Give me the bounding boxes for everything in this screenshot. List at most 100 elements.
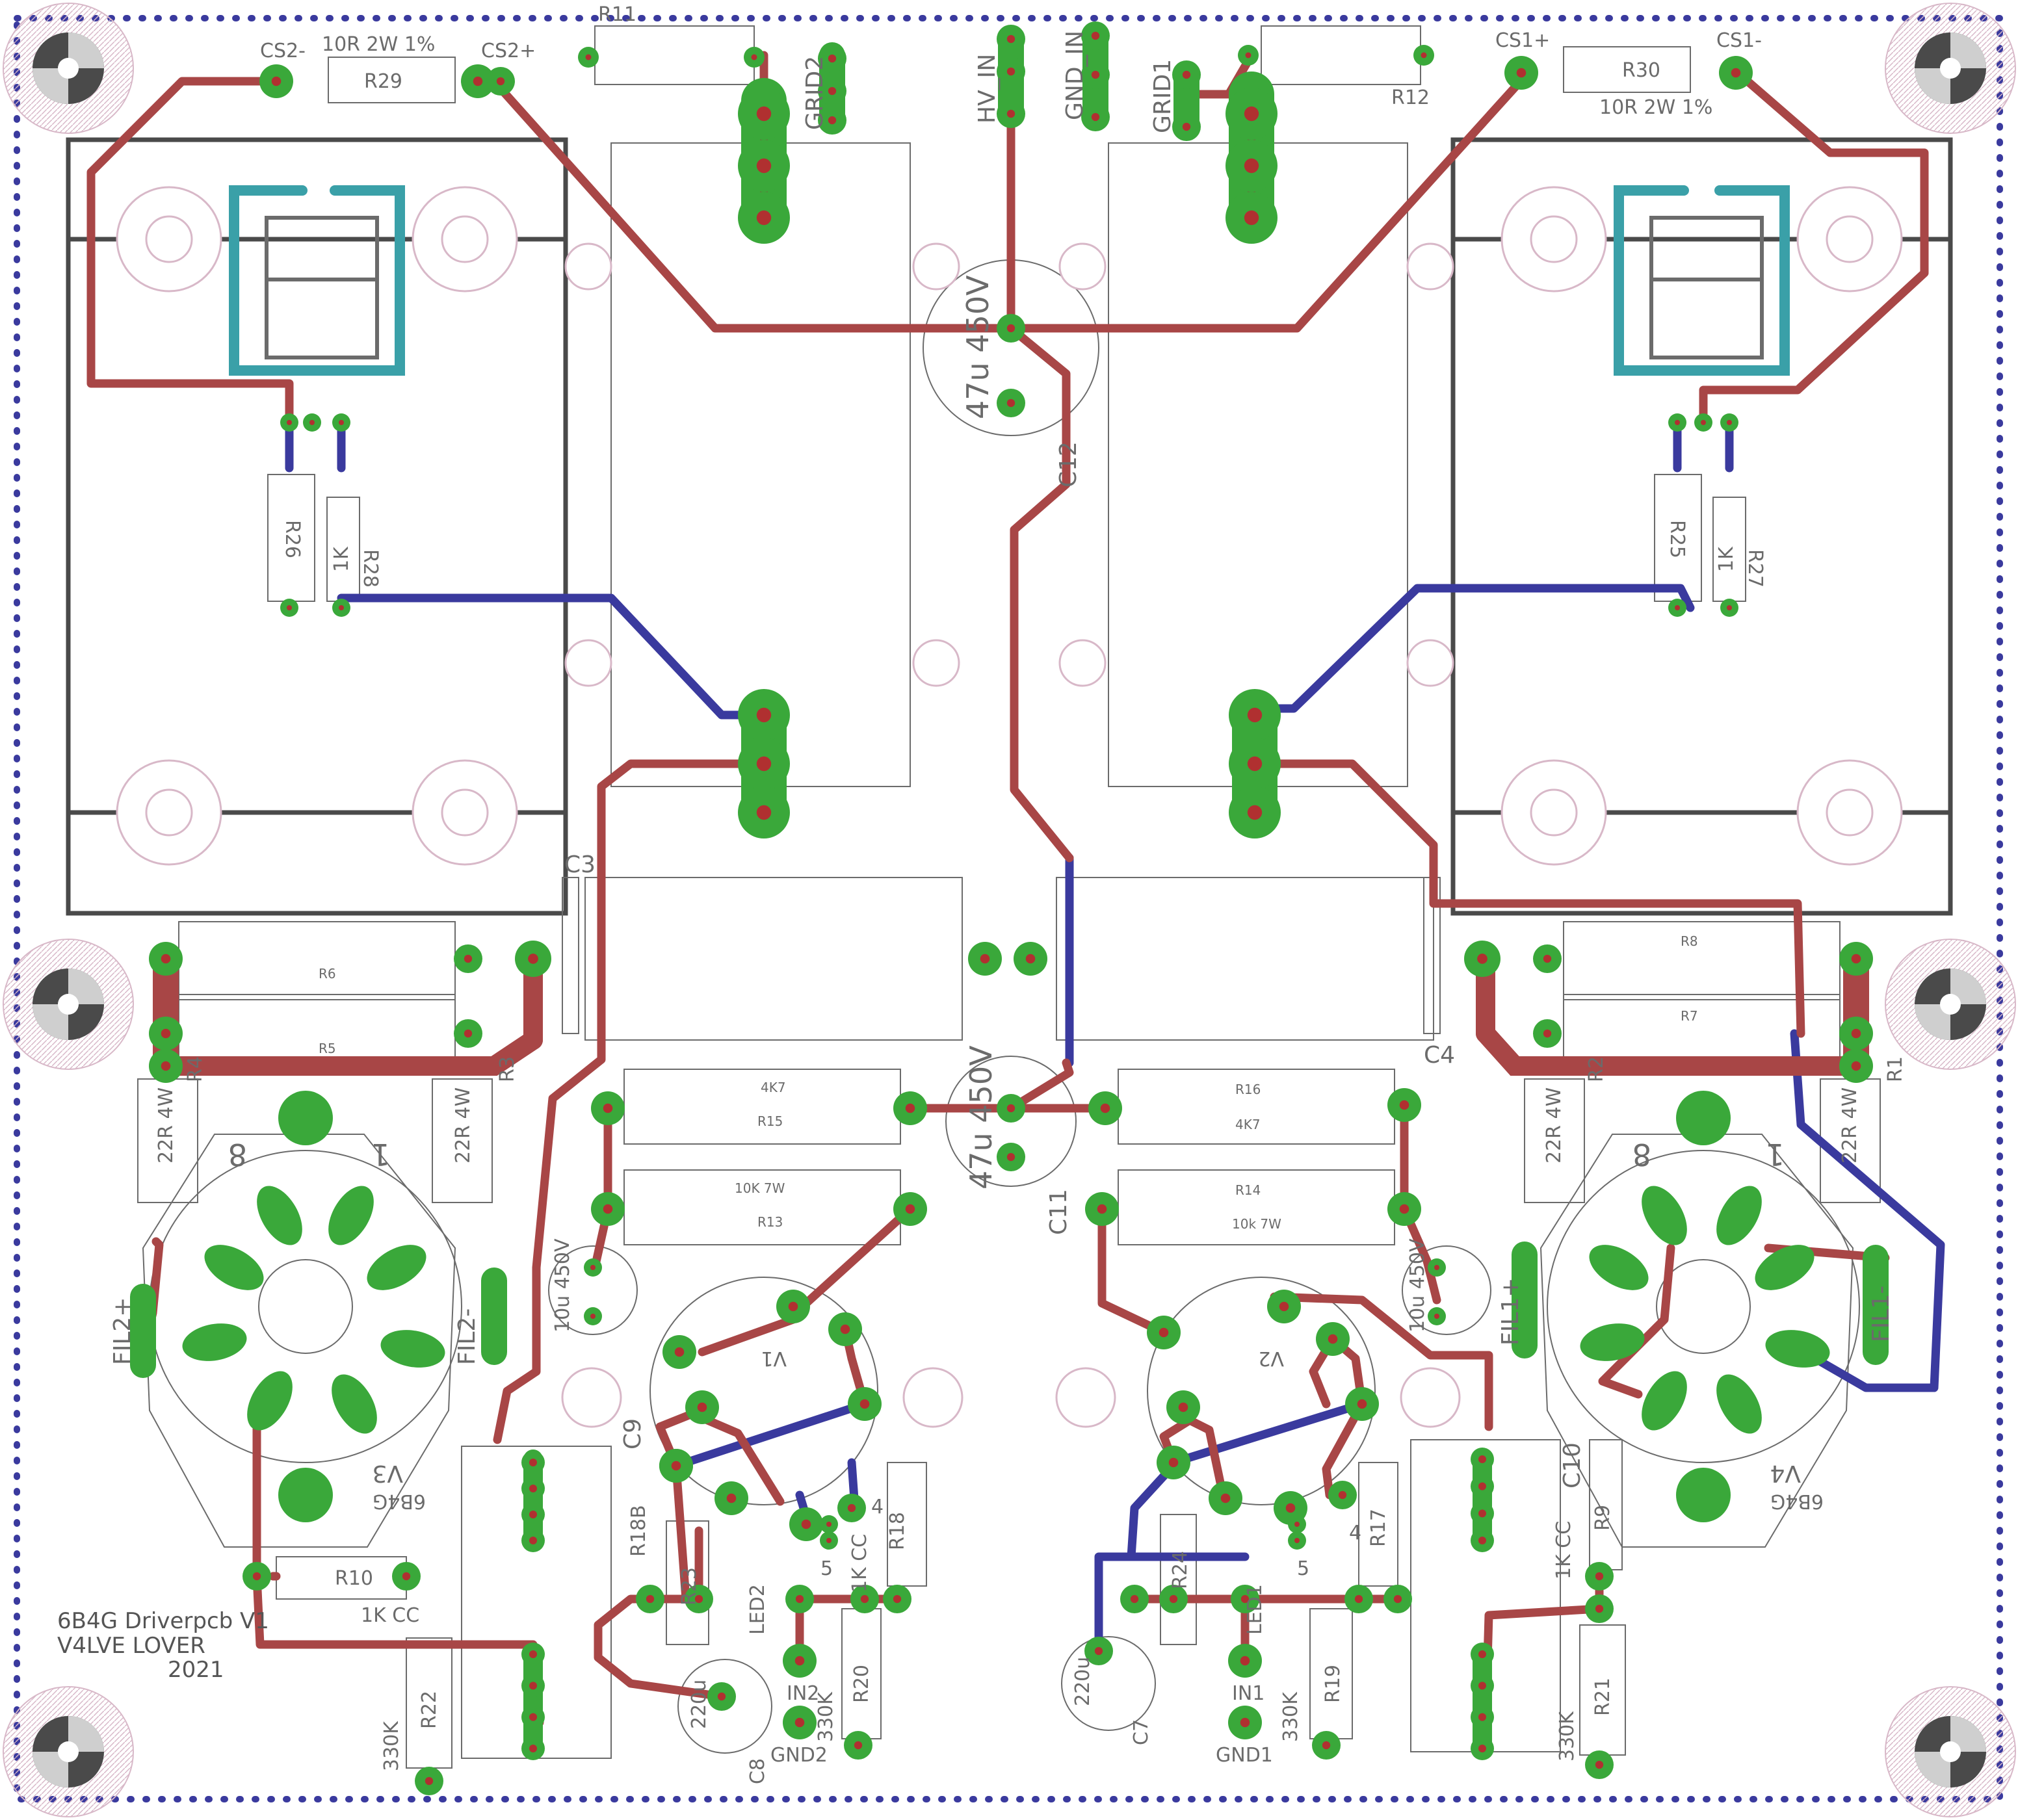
- pad-hole: [464, 954, 473, 963]
- pad-hole: [840, 1324, 850, 1334]
- label-r2-val: 22R 4W: [1543, 1087, 1566, 1164]
- pad-hole: [1354, 1594, 1363, 1604]
- pad-hole: [1247, 805, 1263, 820]
- pad-hole: [854, 1741, 863, 1750]
- mount-hole-bl-icon: [3, 1686, 134, 1817]
- label-v4-pin8: 8: [1632, 1137, 1651, 1172]
- pad-hole: [1094, 1646, 1103, 1656]
- pad-hole: [794, 1656, 805, 1666]
- pad-hole: [309, 420, 315, 425]
- pad-hole: [1399, 1100, 1409, 1110]
- pad-hole: [1245, 52, 1251, 58]
- label-r11: R11: [598, 3, 636, 26]
- label-r24: R24: [1169, 1551, 1192, 1589]
- label-c11-val: 47u 450V: [963, 1045, 999, 1190]
- pad-hole: [1247, 707, 1263, 723]
- pad-hole: [646, 1594, 655, 1604]
- pad-hole: [1247, 756, 1263, 772]
- label-c10: C10: [1559, 1442, 1586, 1488]
- pad-hole: [1294, 1522, 1300, 1527]
- header-pin-hole: [529, 1682, 537, 1690]
- label-r29: R29: [364, 70, 402, 93]
- pad-hole: [756, 707, 772, 723]
- pad-hole: [826, 1538, 832, 1543]
- pad-hole: [1595, 1760, 1604, 1769]
- label-v2-pin5: 5: [1297, 1557, 1309, 1580]
- pad-hole: [496, 77, 505, 86]
- pad-hole: [1182, 70, 1191, 79]
- pad-hole: [1851, 1061, 1861, 1071]
- header-pin-hole: [529, 1485, 537, 1492]
- label-r28: R28: [359, 549, 382, 588]
- tube-socket-pins: [182, 1091, 1830, 1522]
- mount-hole-ml-icon: [3, 939, 134, 1070]
- label-r21-val: 330K: [1556, 1711, 1579, 1762]
- board-info: 6B4G Driverpcb V1 V4LVE LOVER 2021: [57, 1608, 269, 1683]
- pad-hole: [756, 805, 772, 820]
- pad-hole: [287, 420, 292, 425]
- label-r6: R6: [319, 966, 336, 982]
- label-r19-val: 330K: [1279, 1691, 1302, 1742]
- pad-hole: [1328, 1334, 1338, 1344]
- label-grid1: GRID1: [1149, 59, 1176, 133]
- label-v3-pin1: 1: [371, 1137, 390, 1172]
- pad-hole: [751, 54, 757, 60]
- pad-hole: [1434, 1314, 1439, 1319]
- label-r27: R27: [1744, 549, 1766, 588]
- pad-hole: [603, 1204, 613, 1214]
- header-pin-hole: [529, 1537, 537, 1544]
- header-pin-hole: [529, 1745, 537, 1752]
- header-pin-hole: [1478, 1745, 1486, 1752]
- label-r3-val: 22R 4W: [452, 1087, 475, 1164]
- label-r21: R21: [1592, 1678, 1614, 1716]
- label-r30-spec: 10R 2W 1%: [1599, 96, 1712, 119]
- label-r8: R8: [1681, 933, 1698, 949]
- label-c4: C4: [1424, 1042, 1455, 1069]
- pad-hole: [1595, 1604, 1604, 1613]
- header-pin-hole: [529, 1459, 537, 1466]
- label-v4-type: 6B4G: [1770, 1490, 1824, 1513]
- label-c6-val: 10u 450V: [1406, 1238, 1429, 1332]
- pad-hole: [252, 1572, 261, 1581]
- pad-hole: [1240, 1717, 1250, 1728]
- board-info-line2: V4LVE LOVER: [57, 1633, 205, 1659]
- label-r4: R4: [184, 1056, 207, 1082]
- header-pin-hole: [1478, 1509, 1486, 1518]
- pad-hole: [402, 1572, 411, 1581]
- pad-hole: [590, 1265, 596, 1270]
- pad-hole: [1091, 70, 1100, 79]
- label-r18: R18: [886, 1512, 909, 1550]
- pad-hole: [905, 1204, 915, 1214]
- label-r18-val: 1K CC: [848, 1534, 871, 1592]
- header-pin-hole: [1478, 1682, 1486, 1690]
- pad-hole: [828, 54, 837, 63]
- label-cs1-minus: CS1-: [1716, 29, 1762, 52]
- pad-hole: [1322, 1741, 1331, 1750]
- pad-hole: [1421, 52, 1427, 58]
- heatsink-clips: [229, 185, 1790, 376]
- pad-hole: [161, 954, 171, 964]
- pad-hole: [585, 54, 592, 60]
- label-gnd2: GND2: [770, 1744, 828, 1767]
- pad-hole: [1169, 1594, 1178, 1604]
- pad-hole: [1091, 31, 1100, 40]
- pad-hole: [1220, 1493, 1231, 1503]
- mount-hole-tl-icon: [3, 3, 134, 134]
- label-r5: R5: [319, 1041, 336, 1056]
- pad-hole: [980, 954, 990, 964]
- pad-hole: [1294, 1538, 1300, 1543]
- label-r12: R12: [1391, 86, 1430, 109]
- label-led2: LED2: [746, 1584, 769, 1635]
- pad-hole: [1100, 1103, 1110, 1113]
- label-r27-val: 1K: [1715, 546, 1738, 572]
- pad-hole: [717, 1692, 726, 1701]
- label-r28-val: 1K: [330, 546, 353, 572]
- label-v2-pin4: 4: [1349, 1522, 1361, 1544]
- label-c7-val: 220u: [1071, 1657, 1094, 1706]
- board-info-line1: 6B4G Driverpcb V1: [57, 1608, 269, 1634]
- label-c9: C9: [620, 1418, 646, 1450]
- header-pin-hole: [1478, 1537, 1486, 1544]
- label-r16-val: 4K7: [1235, 1117, 1261, 1132]
- label-r19: R19: [1322, 1665, 1344, 1703]
